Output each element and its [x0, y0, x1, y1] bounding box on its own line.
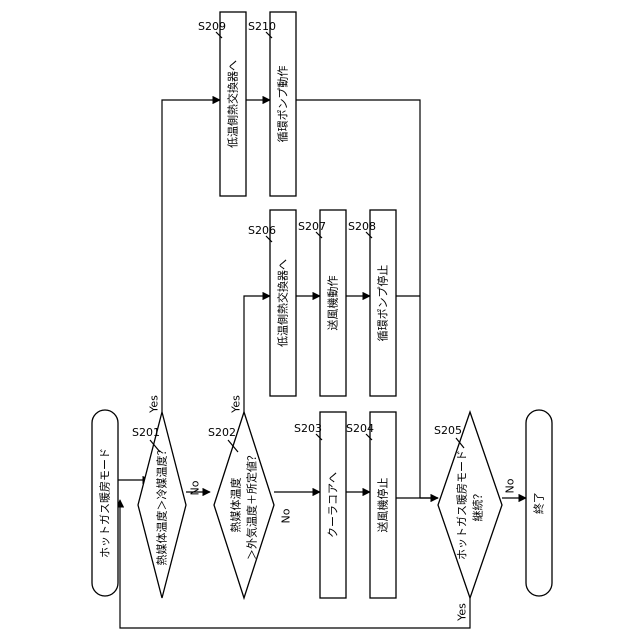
arrow-s201-yes [162, 100, 220, 412]
s204-id: S204 [346, 422, 374, 435]
s203-id: S203 [294, 422, 322, 435]
s201-yes-label: Yes [148, 395, 161, 414]
s202-decision [214, 412, 274, 598]
arrow-s202-yes [244, 296, 270, 412]
end-label: 終了 [532, 492, 546, 514]
s205-no-label: No [504, 478, 517, 493]
s208-label: 循環ポンプ停止 [376, 265, 390, 342]
s201-label: 熱媒体温度＞冷媒温度？ [155, 445, 169, 566]
s202-label-line1: 熱媒体温度 [229, 478, 243, 533]
s205-decision [438, 412, 502, 598]
s205-label-line2: 継続？ [471, 489, 485, 522]
step-ids: S201 S202 S203 S204 S205 S206 S207 S208 … [132, 20, 464, 452]
s202-yes-label: Yes [230, 395, 243, 414]
s202-no-label: No [280, 508, 293, 523]
s202-id: S202 [208, 426, 236, 439]
s210-label: 循環ポンプ動作 [276, 66, 290, 143]
s206-id: S206 [248, 224, 276, 237]
s207-id: S207 [298, 220, 326, 233]
s207-label: 送風機動作 [326, 276, 340, 331]
s205-label-line1: ホットガス暖房モード [456, 450, 469, 560]
s201-no-label: No [189, 480, 202, 495]
s208-id: S208 [348, 220, 376, 233]
s201-id: S201 [132, 426, 160, 439]
s209-id: S209 [198, 20, 226, 33]
s205-id: S205 [434, 424, 462, 437]
s209-label: 低温側熱交換器へ [226, 60, 240, 148]
s202-label-line2: ＞外気温度＋所定値？ [245, 450, 259, 560]
s210-id: S210 [248, 20, 276, 33]
s205-yes-label: Yes [456, 603, 469, 622]
arrow-s210-out [296, 100, 420, 498]
s204-label: 送風機停止 [376, 478, 390, 533]
start-label: ホットガス暖房モード [99, 448, 112, 558]
s203-label: クーラコアへ [327, 472, 340, 538]
s206-label: 低温側熱交換器へ [276, 259, 290, 347]
